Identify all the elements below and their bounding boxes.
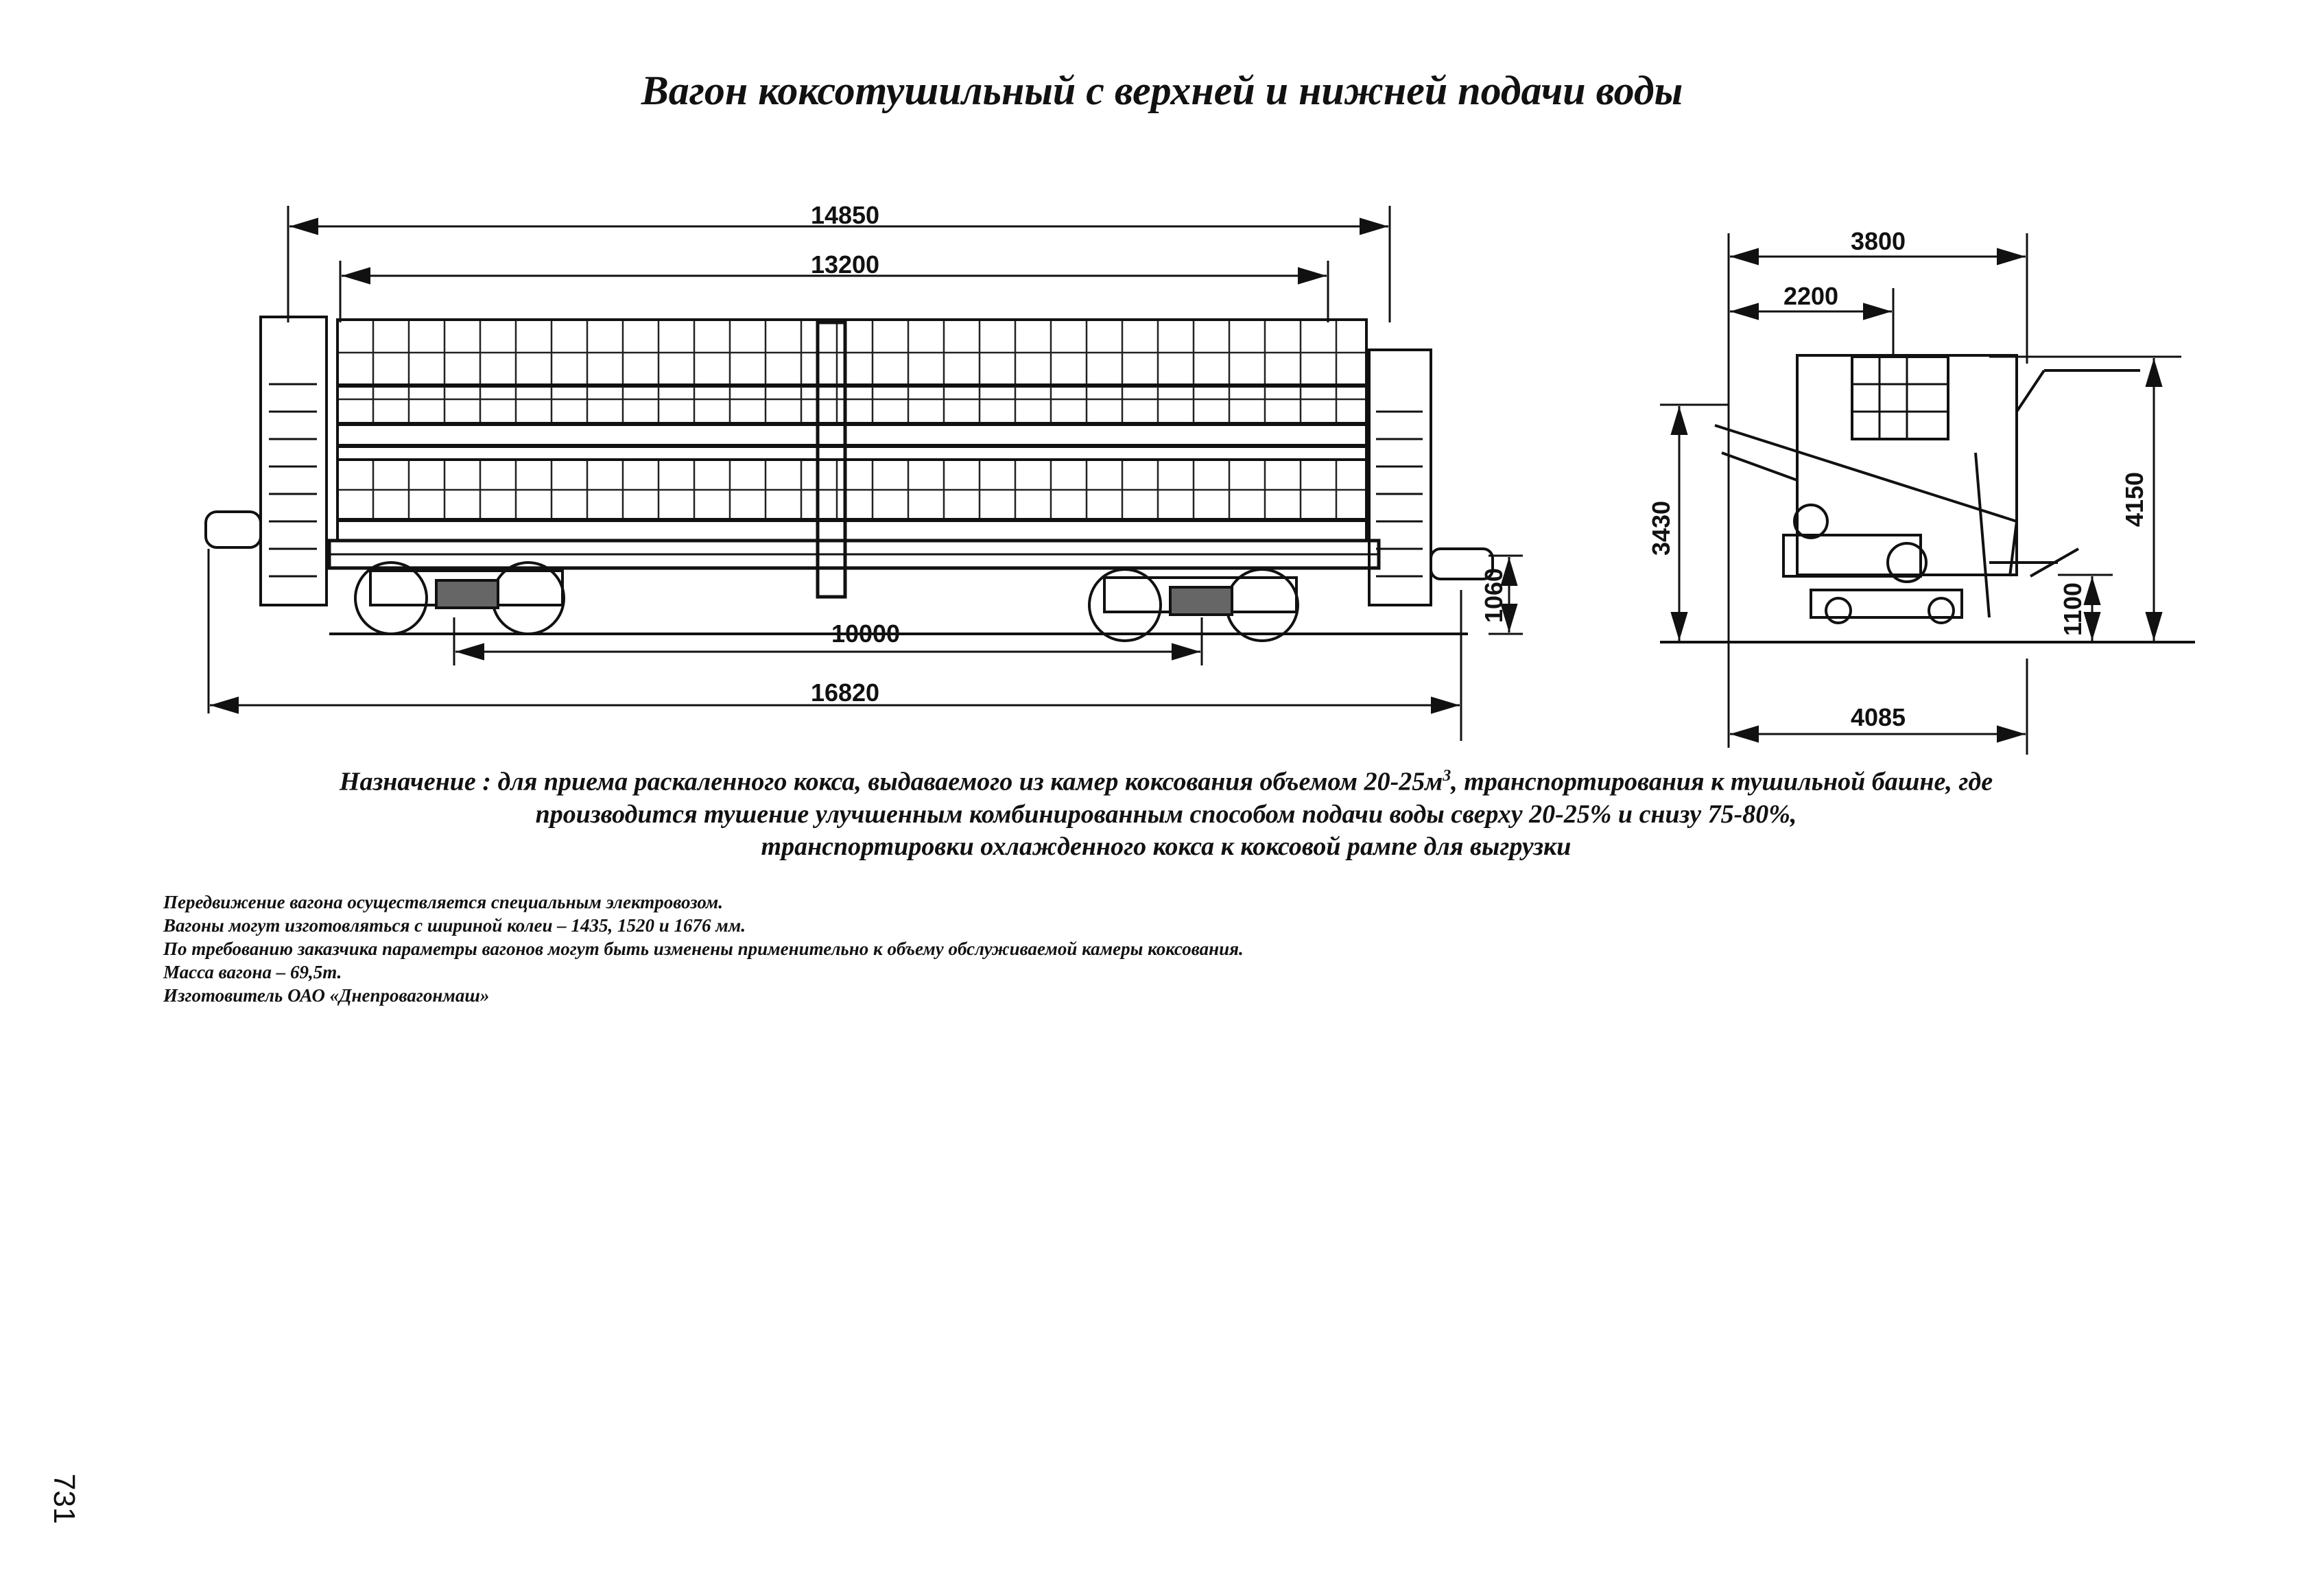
dim-floor-height: 1060 (1480, 568, 1508, 623)
side-view-dimensions (207, 206, 1523, 741)
dim-end-width-top: 3800 (1851, 227, 1906, 255)
dim-end-half-width: 2200 (1783, 282, 1838, 310)
dim-overall-top: 14850 (811, 201, 879, 229)
purpose-line-2: производится тушение улучшенным комбинир… (535, 799, 1797, 829)
note-propulsion: Передвижение вагона осуществляется специ… (163, 892, 724, 912)
dim-bogie-centers: 10000 (831, 619, 900, 648)
purpose-line-3: транспортировки охлажденного кокса к кок… (761, 831, 1572, 861)
page-title: Вагон коксотушильный с верхней и нижней … (641, 68, 1683, 113)
note-gauge: Вагоны могут изготовляться с шириной кол… (163, 915, 746, 936)
dim-end-total-height: 4150 (2120, 472, 2148, 527)
note-customization: По требованию заказчика параметры вагоно… (163, 938, 1244, 959)
dim-end-lower-height: 1100 (2059, 582, 2087, 636)
end-view-dimensions (1660, 233, 2181, 755)
purpose-line-1: Назначение : для приема раскаленного кок… (339, 767, 1993, 796)
purpose-text: Назначение : для приема раскаленного кок… (206, 760, 2126, 863)
dim-over-couplers: 16820 (811, 678, 879, 707)
dim-body-length: 13200 (811, 250, 879, 279)
page-number: 731 (47, 1474, 81, 1524)
note-mass: Масса вагона – 69,5т. (163, 962, 342, 982)
dim-end-height-side: 3430 (1647, 501, 1675, 556)
side-view-car (204, 316, 1494, 642)
note-manufacturer: Изготовитель ОАО «Днепровагонмаш» (163, 985, 490, 1006)
end-view-car (1660, 354, 2195, 643)
notes-list: Передвижение вагона осуществляется специ… (163, 890, 1810, 1007)
dim-end-base-width: 4085 (1851, 703, 1906, 731)
